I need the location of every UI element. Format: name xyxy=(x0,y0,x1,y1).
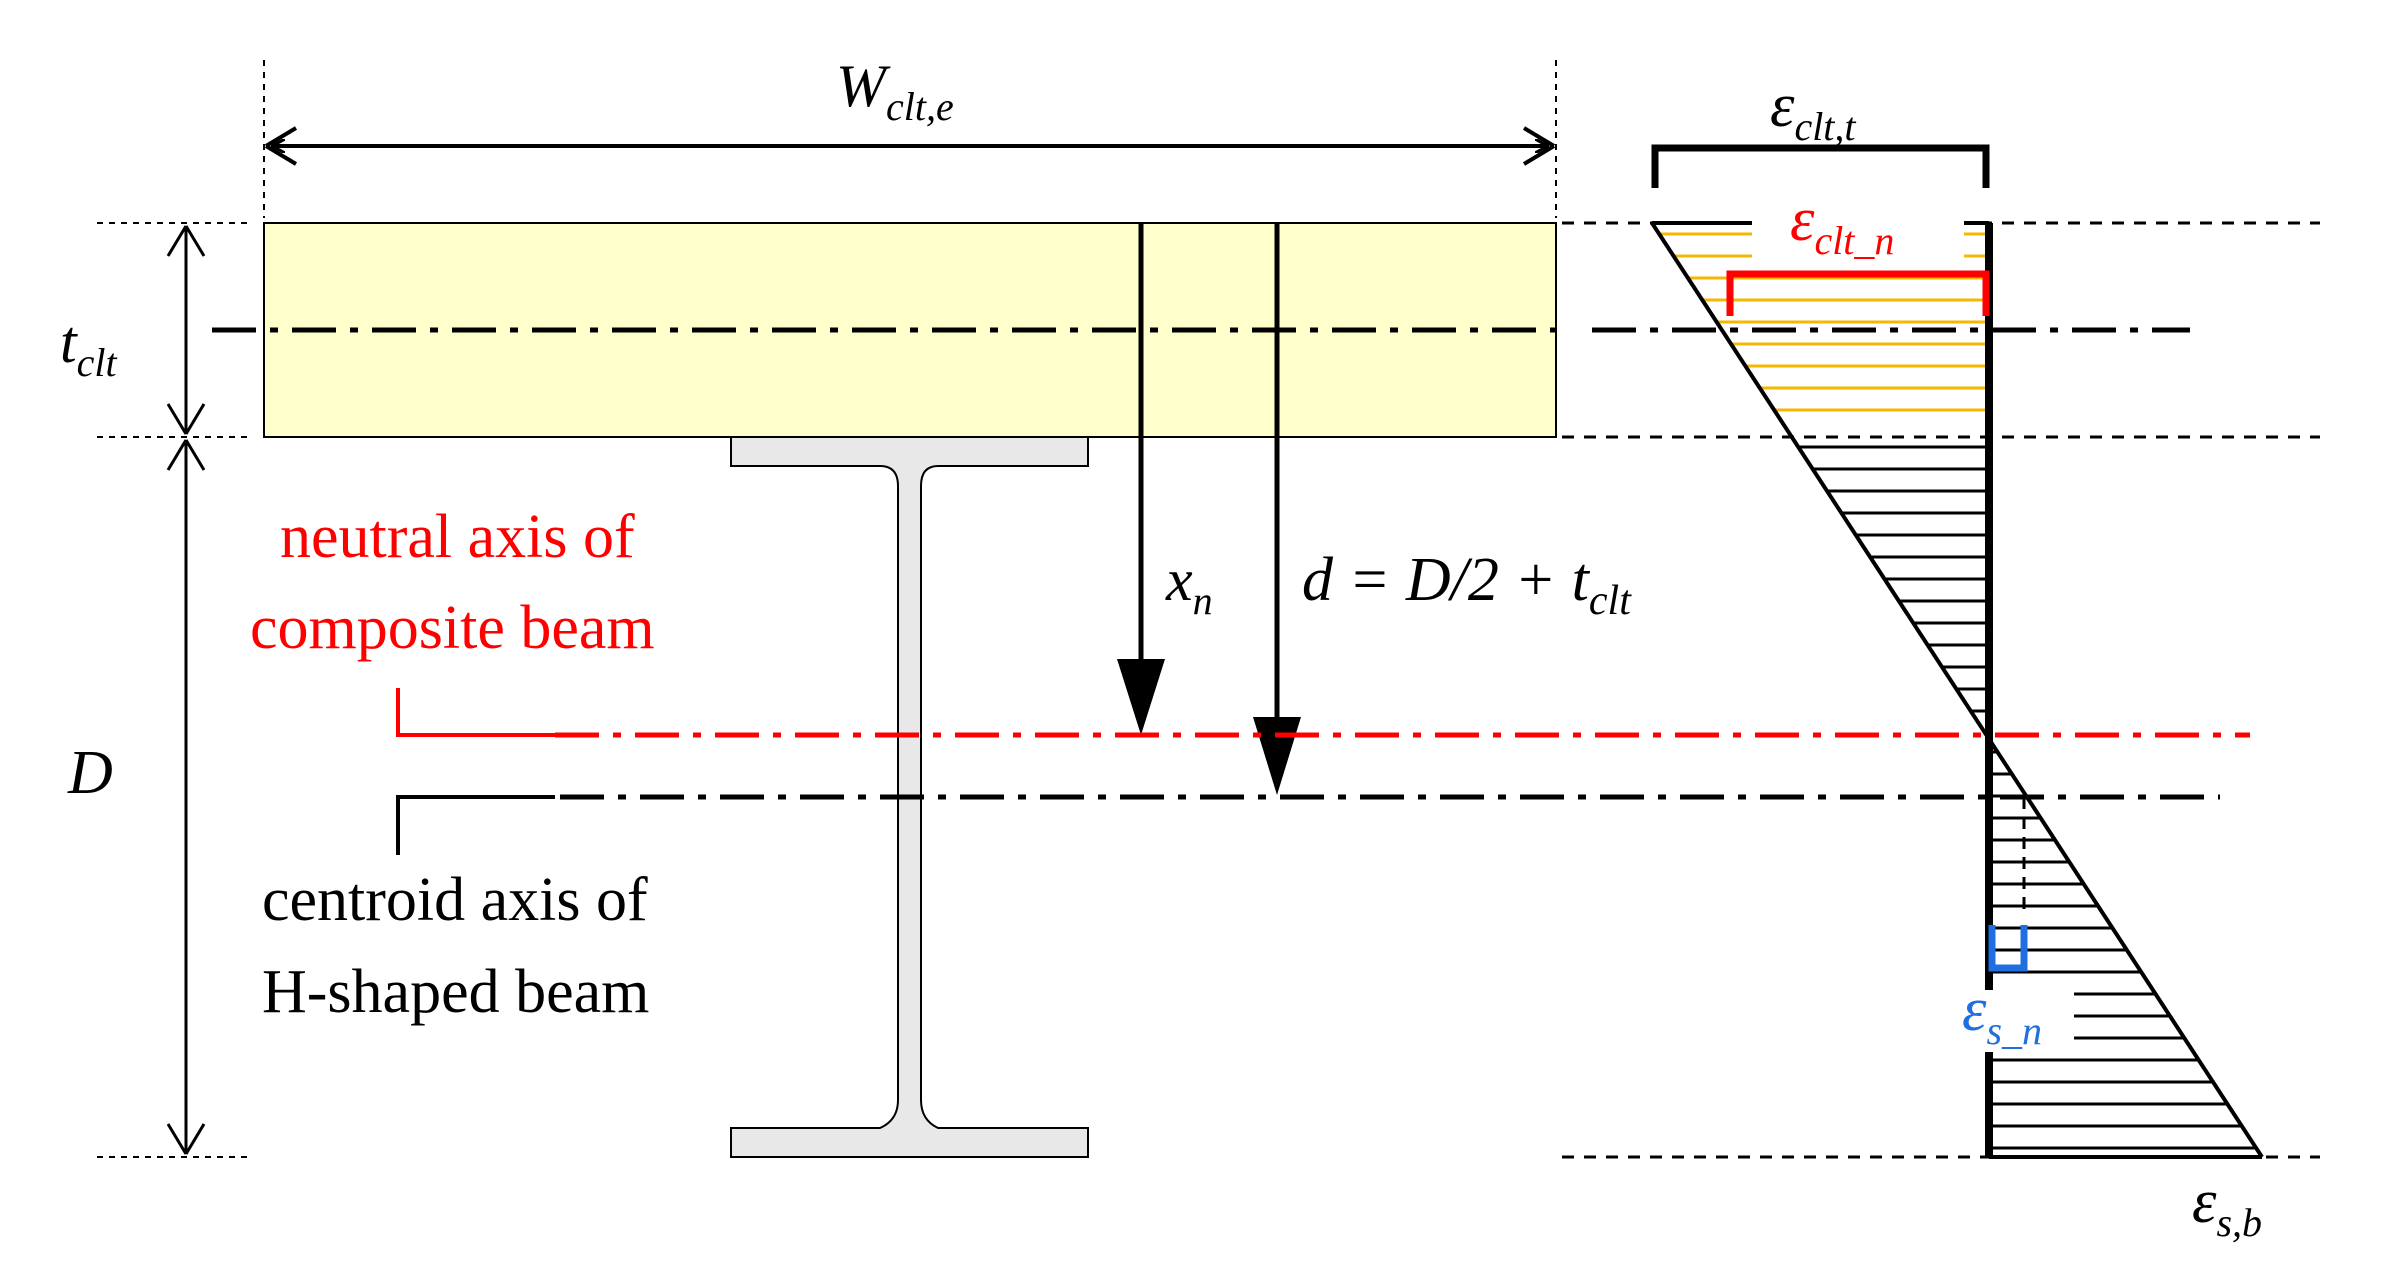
eps-clt-t-bracket xyxy=(1651,144,1990,188)
centroid-axis-leader xyxy=(396,795,555,855)
eps-s-n-label: εs_n xyxy=(1962,976,2042,1053)
eps-clt-n-label: εclt_n xyxy=(1790,186,1894,263)
eps-clt-t-label: εclt,t xyxy=(1770,72,1856,149)
neutral-axis-label-line1: neutral axis of xyxy=(280,503,635,571)
d-expression-label: d = D/2 + tclt xyxy=(1302,546,1632,624)
eps-s-n-bracket xyxy=(1988,925,2028,972)
centroid-axis-label-line1: centroid axis of xyxy=(262,866,648,934)
eps-clt-n-label-bg xyxy=(1752,204,1964,262)
centroid-axis-label-line2: H-shaped beam xyxy=(262,958,649,1026)
xn-label: xn xyxy=(1165,547,1213,623)
steel-compression-hatching xyxy=(1798,445,1989,713)
tclt-label: tclt xyxy=(60,309,118,385)
neutral-axis-label-line2: composite beam xyxy=(250,594,655,662)
neutral-axis-leader xyxy=(396,688,555,737)
eps-s-n-label-bg xyxy=(1958,990,2074,1052)
width-dimension xyxy=(263,60,1557,218)
eps-s-b-label: εs,b xyxy=(2192,1168,2262,1245)
width-label: Wclt,e xyxy=(836,53,954,129)
tclt-dimension xyxy=(166,225,206,435)
eps-clt-n-bracket xyxy=(1726,270,1990,316)
strain-profile xyxy=(1650,221,2264,1159)
depth-label: D xyxy=(67,739,113,807)
xn-arrow xyxy=(1117,223,1165,735)
depth-dimension xyxy=(166,439,206,1155)
